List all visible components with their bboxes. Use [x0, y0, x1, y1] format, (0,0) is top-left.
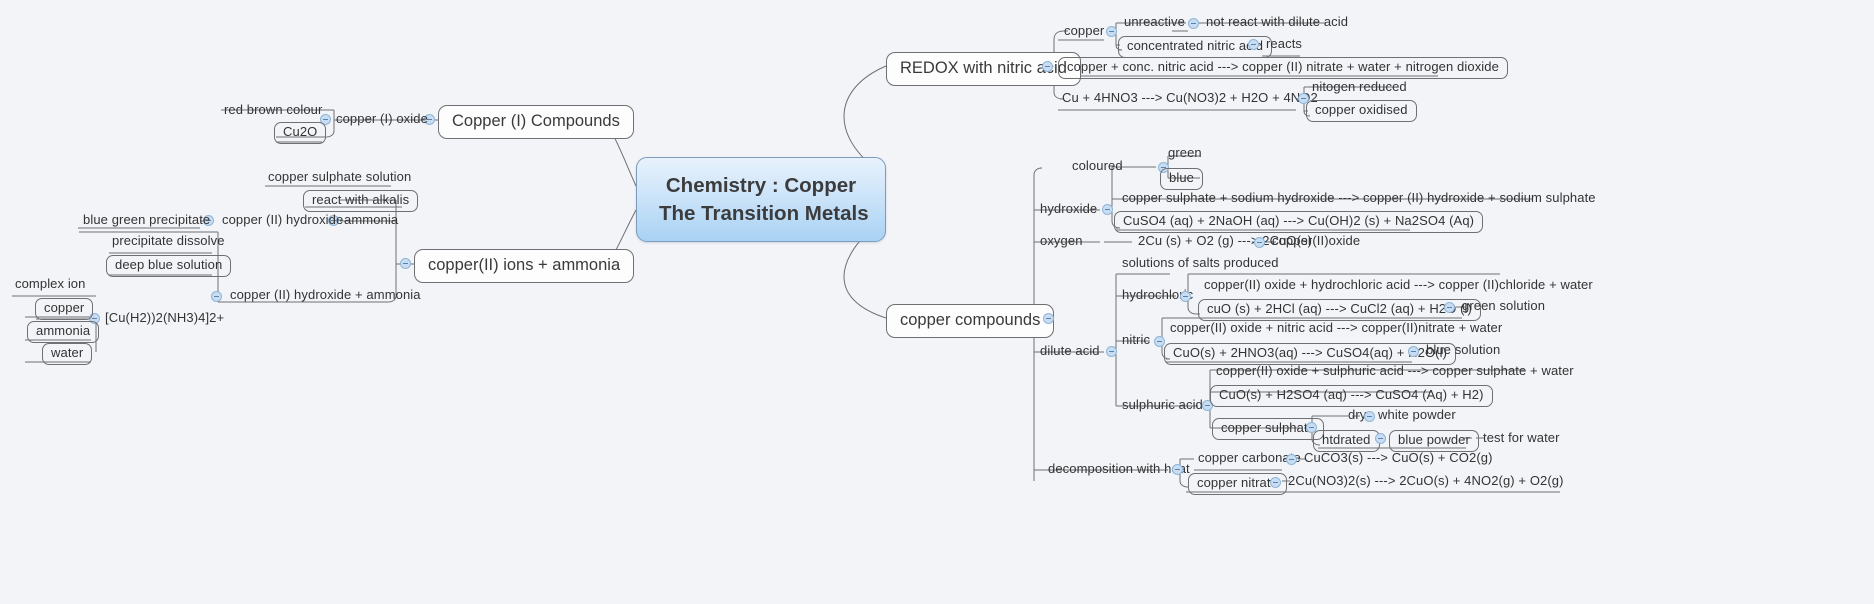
node-hydrochloric[interactable]: hydrochloric	[1122, 287, 1194, 302]
node-complex-water[interactable]: water	[42, 343, 93, 365]
root-node[interactable]: Chemistry : Copper The Transition Metals	[636, 157, 886, 243]
collapse-handle-conc-nitric[interactable]	[1248, 39, 1259, 50]
node-complex-ion[interactable]: complex ion	[15, 276, 86, 291]
node-copper-sulphate-solution[interactable]: copper sulphate solution	[268, 169, 412, 184]
collapse-handle-redox-equation[interactable]	[1298, 93, 1309, 104]
node-cu2o-formula[interactable]: Cu2O	[274, 122, 327, 144]
node-blue-solution[interactable]: blue solution	[1426, 342, 1501, 357]
node-complex-ion-formula[interactable]: [Cu(H2))2(NH3)4]2+	[105, 310, 225, 325]
node-precipitate-dissolve[interactable]: precipitate dissolve	[112, 233, 225, 248]
node-reacts[interactable]: reacts	[1266, 36, 1303, 51]
node-nitric-symbol-equation[interactable]: CuO(s) + 2HNO3(aq) ---> CuSO4(aq) + H2O(…	[1164, 343, 1457, 365]
node-ammonia[interactable]: ammonia	[344, 212, 399, 227]
node-sulphuric-symbol-equation[interactable]: CuO(s) + H2SO4 (aq) ---> CuSO4 (Aq) + H2…	[1210, 385, 1493, 407]
collapse-handle-copper-i[interactable]	[424, 114, 435, 125]
node-complex-copper[interactable]: copper	[35, 298, 94, 320]
collapse-handle-cu-hydroxide[interactable]	[203, 215, 214, 226]
node-blue-powder[interactable]: blue powder	[1389, 430, 1479, 452]
collapse-handle-hcl-equation[interactable]	[1444, 302, 1455, 313]
node-hydrated[interactable]: htdrated	[1313, 430, 1380, 452]
node-copper-oxidised[interactable]: copper oxidised	[1306, 100, 1417, 122]
node-unreactive[interactable]: unreactive	[1124, 14, 1185, 29]
collapse-handle-hydroxide[interactable]	[1102, 204, 1113, 215]
node-decomposition-with-heat[interactable]: decomposition with heat	[1048, 461, 1190, 476]
root-title-line-2: The Transition Metals	[659, 201, 869, 225]
node-nitrate-equation[interactable]: 2Cu(NO3)2(s) ---> 2CuO(s) + 4NO2(g) + O2…	[1288, 473, 1564, 488]
topic-copper-i-compounds[interactable]: Copper (I) Compounds	[438, 105, 634, 139]
node-colour-green[interactable]: green	[1168, 145, 1202, 160]
node-dilute-acid[interactable]: dilute acid	[1040, 343, 1100, 358]
node-deep-blue-solution[interactable]: deep blue solution	[106, 255, 232, 277]
collapse-handle-nitric-equation[interactable]	[1408, 346, 1419, 357]
node-hcl-word-equation[interactable]: copper(II) oxide + hydrochloric acid ---…	[1204, 277, 1593, 292]
node-copper-ii-hydroxide-plus-ammonia[interactable]: copper (II) hydroxide + ammonia	[230, 287, 421, 302]
node-white-powder[interactable]: white powder	[1378, 407, 1456, 422]
node-sulphuric-word-equation[interactable]: copper(II) oxide + sulphuric acid ---> c…	[1216, 363, 1574, 378]
node-react-with-alkalis[interactable]: react with alkalis	[303, 190, 419, 212]
node-hydroxide-word-equation[interactable]: copper sulphate + sodium hydroxide ---> …	[1122, 190, 1596, 205]
node-hcl-symbol-equation[interactable]: cuO (s) + 2HCl (aq) ---> CuCl2 (aq) + H2…	[1198, 299, 1481, 321]
node-blue-green-precipitate[interactable]: blue green precipitate	[83, 212, 211, 227]
node-oxygen[interactable]: oxygen	[1040, 233, 1083, 248]
collapse-handle-copper-carbonate[interactable]	[1286, 454, 1297, 465]
node-oxygen-equation[interactable]: 2Cu (s) + O2 (g) ---> 2CuO(s)	[1138, 233, 1313, 248]
collapse-handle-ammonia[interactable]	[328, 215, 339, 226]
node-copper-sulphate[interactable]: copper sulphate	[1212, 418, 1325, 440]
node-carbonate-equation[interactable]: CuCO3(s) ---> CuO(s) + CO2(g)	[1304, 450, 1493, 465]
collapse-handle-oxygen-equation[interactable]	[1254, 237, 1265, 248]
collapse-handle-hydrochloric[interactable]	[1180, 291, 1191, 302]
node-hydroxide-symbol-equation[interactable]: CuSO4 (aq) + 2NaOH (aq) ---> Cu(OH)2 (s)…	[1114, 211, 1484, 233]
node-red-brown-colour[interactable]: red brown colour	[224, 102, 323, 117]
node-dry[interactable]: dry	[1348, 407, 1367, 422]
collapse-handle-decomposition[interactable]	[1172, 464, 1183, 475]
collapse-handle-redox[interactable]	[1042, 61, 1053, 72]
node-test-for-water[interactable]: test for water	[1483, 430, 1560, 445]
node-not-react-with-dilute-acid[interactable]: not react with dilute acid	[1206, 14, 1349, 29]
node-hydroxide[interactable]: hydroxide	[1040, 201, 1098, 216]
collapse-handle-dilute-acid[interactable]	[1106, 346, 1117, 357]
node-nitric-word-equation[interactable]: copper(II) oxide + nitric acid ---> copp…	[1170, 320, 1503, 335]
node-copper-carbonate[interactable]: copper carbonate	[1198, 450, 1301, 465]
topic-copper-ii-ions-ammonia[interactable]: copper(II) ions + ammonia	[414, 249, 635, 283]
node-complex-ammonia[interactable]: ammonia	[27, 321, 100, 343]
node-copper-ii-hydroxide[interactable]: copper (II) hydroxide	[222, 212, 344, 227]
node-nitric[interactable]: nitric	[1122, 332, 1151, 347]
node-nitrogen-reduced[interactable]: nitogen reduced	[1312, 79, 1407, 94]
node-solutions-of-salts-produced[interactable]: solutions of salts produced	[1122, 255, 1279, 270]
collapse-handle-hydrated[interactable]	[1375, 433, 1386, 444]
collapse-handle-hydroxide-ammonia[interactable]	[211, 291, 222, 302]
collapse-handle-copper-compounds[interactable]	[1043, 313, 1054, 324]
collapse-handle-dry[interactable]	[1364, 411, 1375, 422]
node-copper[interactable]: copper	[1064, 23, 1105, 38]
collapse-handle-copper-sulphate[interactable]	[1306, 422, 1317, 433]
node-copper-ii-oxide[interactable]: copper(II)oxide	[1272, 233, 1361, 248]
root-title-line-1: Chemistry : Copper	[665, 174, 857, 197]
collapse-handle-copper-nitrate[interactable]	[1270, 477, 1281, 488]
collapse-handle-copper-i-oxide[interactable]	[320, 114, 331, 125]
collapse-handle-copper[interactable]	[1106, 26, 1117, 37]
node-green-solution[interactable]: green solution	[1462, 298, 1546, 313]
collapse-handle-nitric[interactable]	[1154, 336, 1165, 347]
node-coloured[interactable]: coloured	[1072, 158, 1123, 173]
node-copper-i-oxide[interactable]: copper (I) oxide	[336, 111, 428, 126]
node-redox-word-equation[interactable]: copper + conc. nitric acid ---> copper (…	[1058, 57, 1508, 79]
node-copper-nitrate[interactable]: copper nitrate	[1188, 473, 1287, 495]
node-sulphuric-acid[interactable]: sulphuric acid	[1122, 397, 1203, 412]
topic-copper-compounds[interactable]: copper compounds	[886, 304, 1055, 338]
node-colour-blue[interactable]: blue	[1160, 168, 1203, 190]
collapse-handle-cu2-ammonia[interactable]	[400, 258, 411, 269]
collapse-handle-unreactive[interactable]	[1188, 18, 1199, 29]
node-redox-symbol-equation[interactable]: Cu + 4HNO3 ---> Cu(NO3)2 + H2O + 4NO2	[1062, 90, 1318, 105]
